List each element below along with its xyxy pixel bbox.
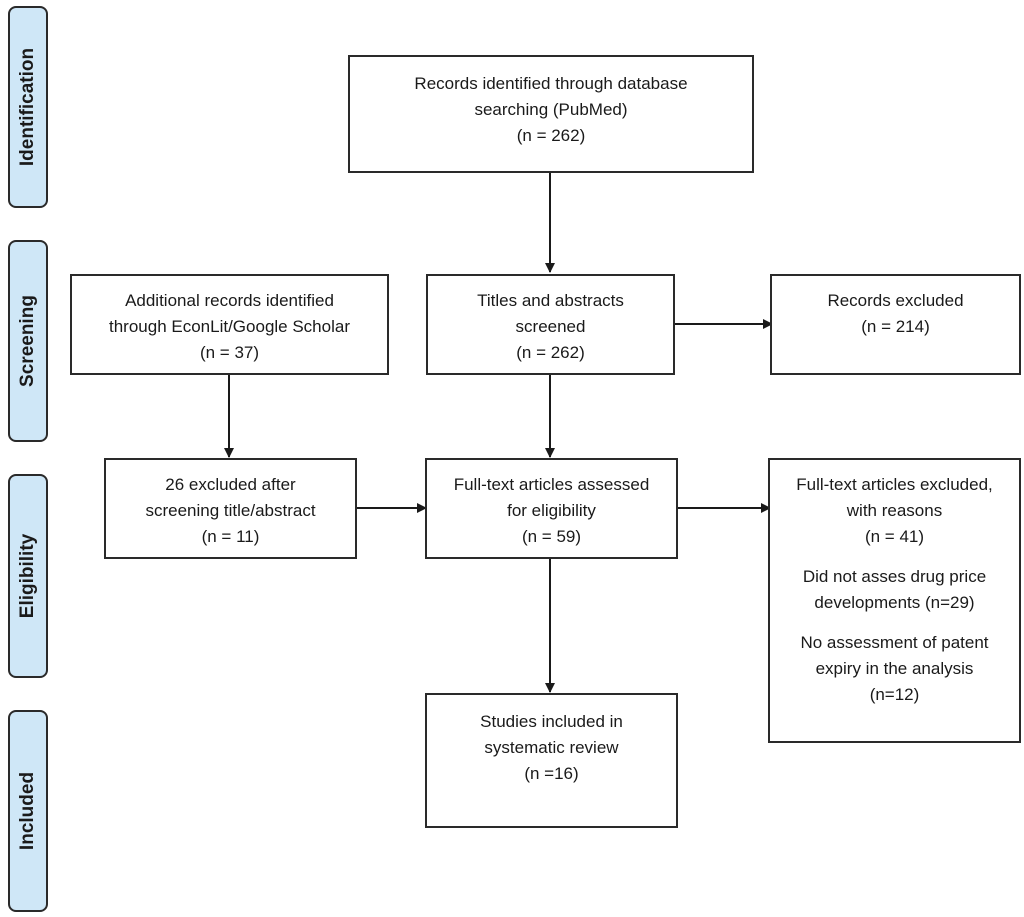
fulltext-excluded-line-1: Full-text articles excluded, [796,472,993,498]
exclusion-reason-2-line-2: expiry in the analysis [816,656,974,682]
box-fulltext-excluded: Full-text articles excluded, with reason… [768,458,1021,743]
exclusion-reason-2-count: (n=12) [870,682,920,708]
additional-records-line-1: Additional records identified [125,288,334,314]
additional-records-line-2: through EconLit/Google Scholar [109,314,350,340]
fulltext-excluded-line-2: with reasons [847,498,942,524]
exclusion-reason-1-line-1: Did not asses drug price [803,564,986,590]
excluded-after-screening-line-2: screening title/abstract [145,498,315,524]
box-records-excluded: Records excluded (n = 214) [770,274,1021,375]
titles-screened-count: (n = 262) [516,340,585,366]
box-database-search: Records identified through database sear… [348,55,754,173]
database-search-line-2: searching (PubMed) [474,97,627,123]
box-fulltext-assessed: Full-text articles assessed for eligibil… [425,458,678,559]
exclusion-reason-1-line-2: developments (n=29) [814,590,974,616]
fulltext-excluded-count: (n = 41) [865,524,924,550]
studies-included-count: (n =16) [524,761,578,787]
records-excluded-count: (n = 214) [861,314,930,340]
studies-included-line-2: systematic review [484,735,618,761]
exclusion-reason-2-line-1: No assessment of patent [800,630,988,656]
fulltext-assessed-line-1: Full-text articles assessed [454,472,650,498]
database-search-line-1: Records identified through database [414,71,687,97]
fulltext-assessed-line-2: for eligibility [507,498,596,524]
excluded-after-screening-count: (n = 11) [202,524,260,550]
box-titles-screened: Titles and abstracts screened (n = 262) [426,274,675,375]
studies-included-line-1: Studies included in [480,709,623,735]
titles-screened-line-2: screened [516,314,586,340]
box-additional-records: Additional records identified through Ec… [70,274,389,375]
excluded-after-screening-line-1: 26 excluded after [165,472,295,498]
database-search-count: (n = 262) [517,123,586,149]
records-excluded-line-1: Records excluded [827,288,963,314]
fulltext-assessed-count: (n = 59) [522,524,581,550]
box-excluded-after-screening: 26 excluded after screening title/abstra… [104,458,357,559]
box-studies-included: Studies included in systematic review (n… [425,693,678,828]
titles-screened-line-1: Titles and abstracts [477,288,624,314]
additional-records-count: (n = 37) [200,340,259,366]
